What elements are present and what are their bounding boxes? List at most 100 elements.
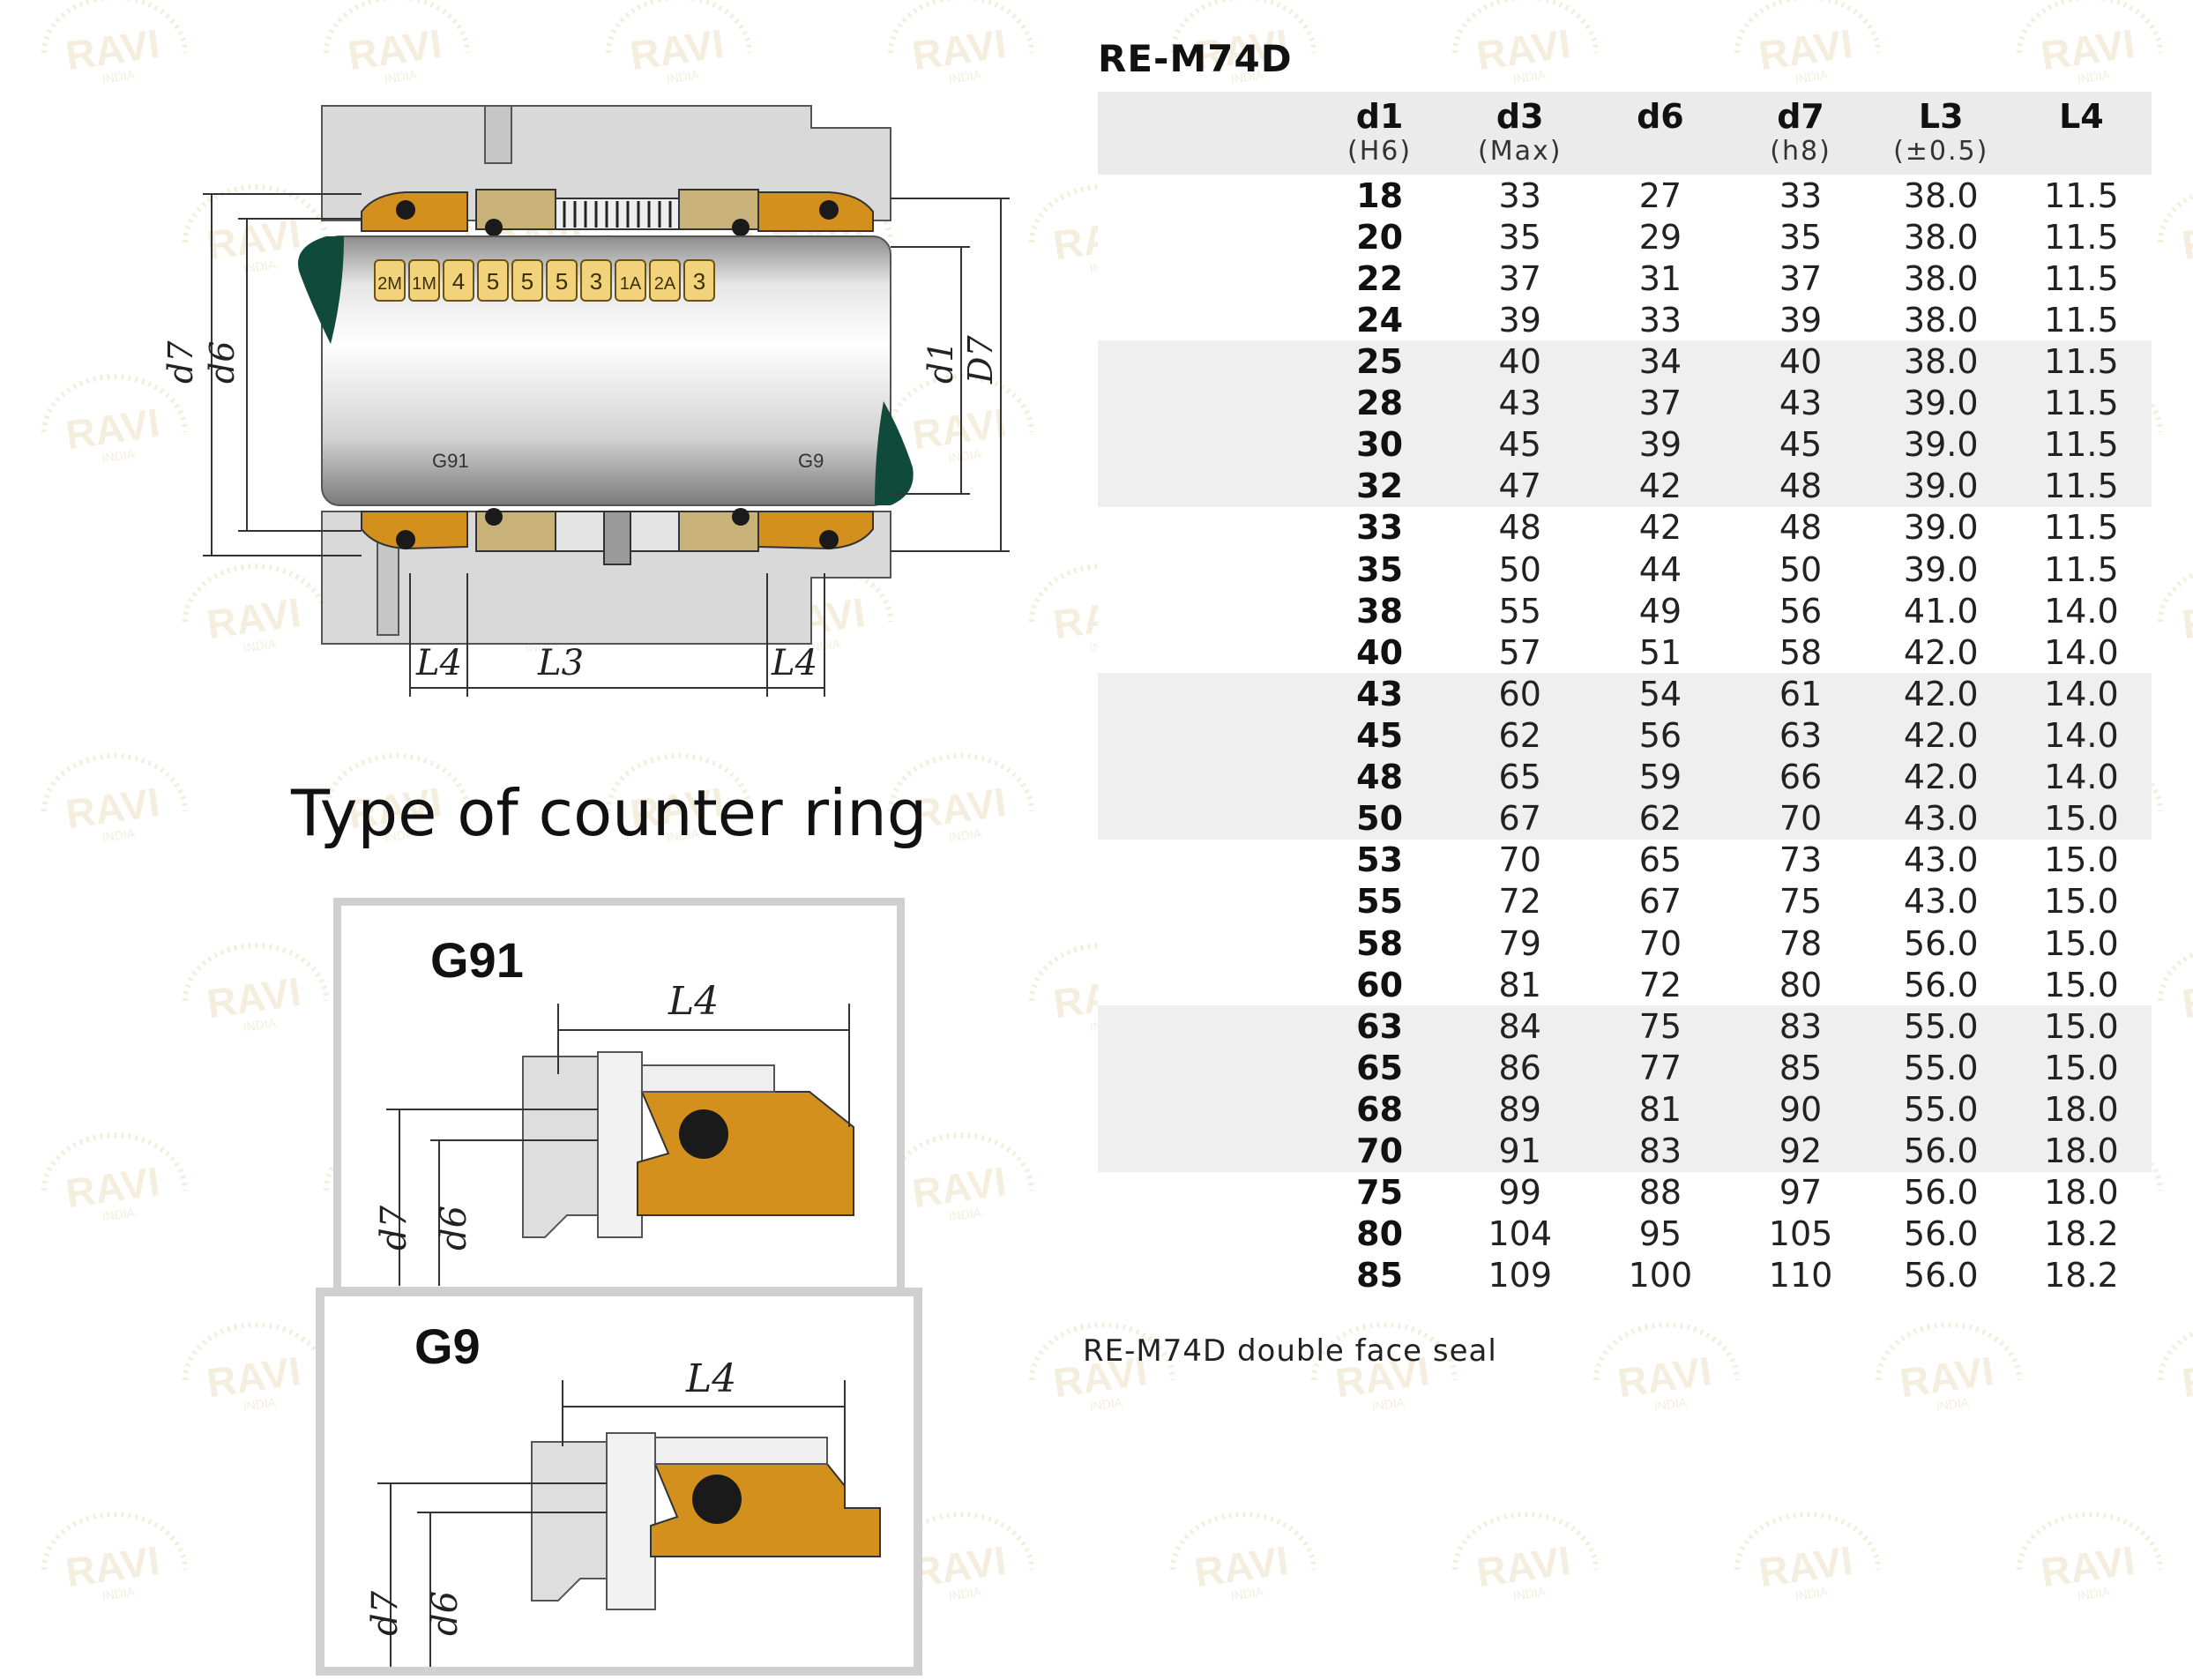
seat-label-right: G9 xyxy=(798,450,824,472)
cell-d7: 78 xyxy=(1730,922,1871,965)
cell-d3: 48 xyxy=(1450,506,1591,549)
cell-L4: 15.0 xyxy=(2010,964,2152,1006)
cell-d7: 92 xyxy=(1730,1130,1871,1172)
cell-d7: 83 xyxy=(1730,1005,1871,1048)
cell-d7: 50 xyxy=(1730,548,1871,591)
g91-cover xyxy=(641,1064,775,1093)
spring-coils-top xyxy=(563,201,672,228)
g91-counter-ring-diagram: G91 L4 d7 d6 xyxy=(333,898,905,1295)
cell-L4: 18.0 xyxy=(2010,1171,2152,1213)
oring-bottom-right xyxy=(819,530,839,549)
cell-d6: 70 xyxy=(1590,922,1731,965)
svg-text:RAVI: RAVI xyxy=(1897,1348,1996,1406)
svg-text:INDIA: INDIA xyxy=(242,1394,278,1413)
cell-L4: 14.0 xyxy=(2010,590,2152,632)
ring-label-box xyxy=(477,259,509,302)
svg-text:INDIA: INDIA xyxy=(948,1584,983,1602)
svg-text:RAVI: RAVI xyxy=(2038,1537,2137,1595)
cell-d3: 109 xyxy=(1450,1254,1591,1296)
cell-d1: 85 xyxy=(1309,1254,1451,1296)
cell-d6: 42 xyxy=(1590,506,1731,549)
header-d3: d3 xyxy=(1450,92,1591,136)
cell-d7: 35 xyxy=(1730,216,1871,258)
svg-text:INDIA: INDIA xyxy=(1794,67,1830,86)
cell-d3: 65 xyxy=(1450,756,1591,798)
cell-L4: 15.0 xyxy=(2010,922,2152,965)
cell-d6: 44 xyxy=(1590,548,1731,591)
cell-d6: 37 xyxy=(1590,382,1731,424)
cell-d1: 45 xyxy=(1309,714,1451,757)
cell-L3: 38.0 xyxy=(1870,216,2011,258)
subheader-L3: (±0.5) xyxy=(1870,136,2011,175)
svg-text:INDIA: INDIA xyxy=(101,1205,137,1223)
cell-d3: 37 xyxy=(1450,258,1591,300)
oring-top-mid-left xyxy=(485,219,503,236)
cell-d6: 81 xyxy=(1590,1088,1731,1131)
ring-label-text: 1M xyxy=(412,274,436,294)
row-spacer xyxy=(1098,258,1309,300)
cell-d7: 80 xyxy=(1730,964,1871,1006)
g9-dim-d6: d6 xyxy=(425,1591,466,1636)
cell-d3: 33 xyxy=(1450,175,1591,217)
svg-text:RAVI: RAVI xyxy=(1473,1537,1573,1595)
row-spacer xyxy=(1098,216,1309,258)
svg-text:INDIA: INDIA xyxy=(1230,1584,1265,1602)
svg-text:RAVI: RAVI xyxy=(1756,1537,1855,1595)
g91-dim-L4: L4 xyxy=(668,979,719,1024)
cell-L3: 43.0 xyxy=(1870,839,2011,881)
cell-L3: 56.0 xyxy=(1870,922,2011,965)
subheader-d6 xyxy=(1590,136,1731,175)
oring-top-right xyxy=(819,200,839,220)
cell-d6: 59 xyxy=(1590,756,1731,798)
cell-L4: 11.5 xyxy=(2010,299,2152,341)
cell-L3: 38.0 xyxy=(1870,258,2011,300)
row-spacer xyxy=(1098,1213,1309,1255)
cell-d6: 34 xyxy=(1590,340,1731,383)
svg-text:INDIA: INDIA xyxy=(242,1015,278,1034)
ring-label-text: 3 xyxy=(693,268,705,295)
svg-text:INDIA: INDIA xyxy=(101,1584,137,1602)
cell-d1: 48 xyxy=(1309,756,1451,798)
counter-ring-title: Type of counter ring xyxy=(291,776,928,850)
svg-text:INDIA: INDIA xyxy=(101,446,137,465)
cell-L4: 11.5 xyxy=(2010,506,2152,549)
cell-L3: 38.0 xyxy=(1870,299,2011,341)
row-spacer xyxy=(1098,1171,1309,1213)
cell-d3: 40 xyxy=(1450,340,1591,383)
cell-L3: 55.0 xyxy=(1870,1005,2011,1048)
cell-L3: 55.0 xyxy=(1870,1088,2011,1131)
cell-d6: 54 xyxy=(1590,673,1731,715)
svg-text:RAVI: RAVI xyxy=(1756,20,1855,78)
cell-d1: 68 xyxy=(1309,1088,1451,1131)
cell-d7: 48 xyxy=(1730,465,1871,507)
shaft-end-left xyxy=(298,236,344,344)
cell-L3: 39.0 xyxy=(1870,423,2011,466)
cell-d3: 79 xyxy=(1450,922,1591,965)
cell-d7: 43 xyxy=(1730,382,1871,424)
cell-L4: 18.0 xyxy=(2010,1130,2152,1172)
row-spacer xyxy=(1098,673,1309,715)
row-spacer xyxy=(1098,1005,1309,1048)
svg-text:RAVI: RAVI xyxy=(909,20,1009,78)
cell-d1: 35 xyxy=(1309,548,1451,591)
g9-seat xyxy=(606,1432,656,1610)
svg-text:INDIA: INDIA xyxy=(1089,1394,1124,1413)
cell-L4: 11.5 xyxy=(2010,175,2152,217)
cell-d1: 63 xyxy=(1309,1005,1451,1048)
cell-d3: 45 xyxy=(1450,423,1591,466)
svg-text:RAVI: RAVI xyxy=(1473,20,1573,78)
svg-text:RAVI: RAVI xyxy=(345,20,444,78)
cell-d3: 89 xyxy=(1450,1088,1591,1131)
header-d1: d1 xyxy=(1309,92,1451,136)
oring-top-left xyxy=(396,200,415,220)
